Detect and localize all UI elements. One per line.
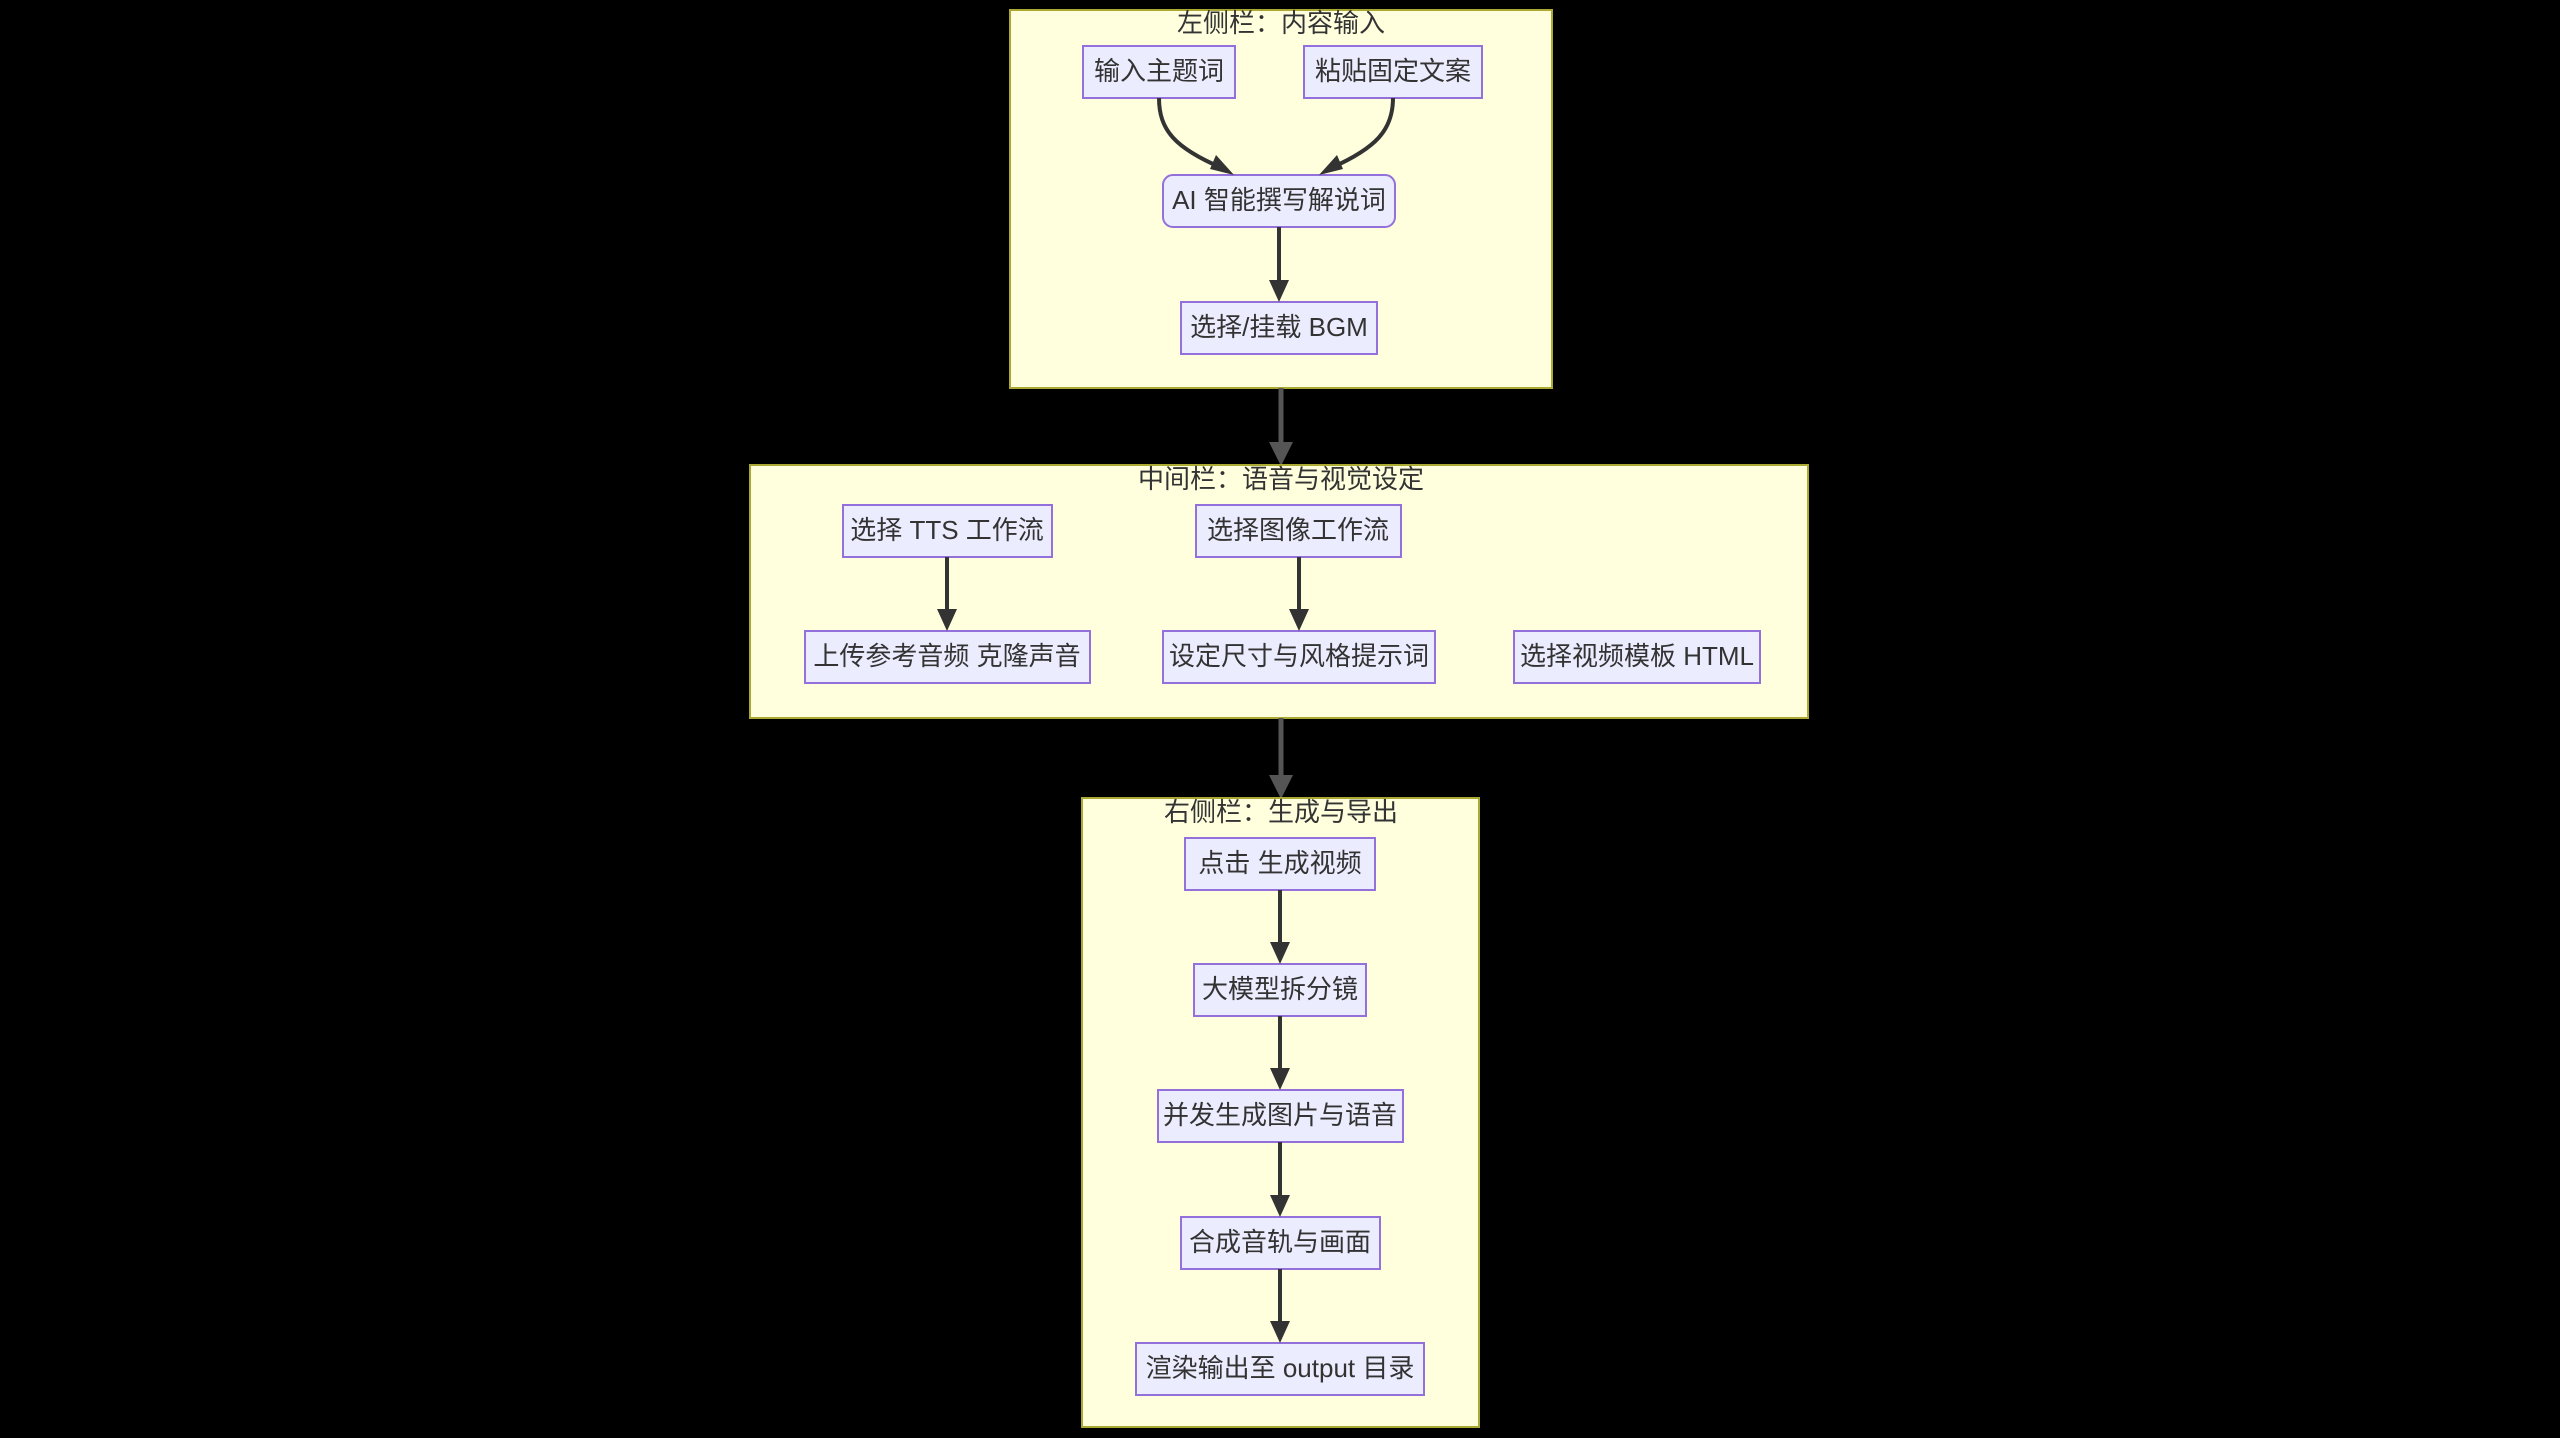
- edge-cluster-left-to-middle: [1269, 388, 1293, 466]
- node-select-bgm-box[interactable]: [1180, 301, 1378, 355]
- cluster-middle-title: 中间栏：语音与视觉设定: [1138, 464, 1424, 494]
- cluster-left-title: 左侧栏：内容输入: [1177, 8, 1385, 38]
- edge-cluster-middle-to-right: [1269, 718, 1293, 799]
- node-parallel-generate[interactable]: 并发生成图片与语音: [1157, 1089, 1404, 1143]
- node-size-style-prompt-label: 设定尺寸与风格提示词: [1169, 641, 1429, 671]
- node-model-storyboard-box[interactable]: [1193, 963, 1367, 1017]
- node-select-tts-flow-box[interactable]: [842, 504, 1053, 558]
- cluster-left: 左侧栏：内容输入 输入主题词 粘贴固定文案 AI 智能撰写解说词 选择/挂载 B…: [1009, 8, 1553, 389]
- node-click-generate-video-label: 点击 生成视频: [1198, 848, 1361, 878]
- node-render-output[interactable]: 渲染输出至 output 目录: [1135, 1342, 1425, 1396]
- node-merge-audio-video[interactable]: 合成音轨与画面: [1180, 1216, 1381, 1270]
- node-click-generate-video-box[interactable]: [1184, 837, 1376, 891]
- node-paste-script[interactable]: 粘贴固定文案: [1303, 45, 1483, 99]
- node-input-topic[interactable]: 输入主题词: [1082, 45, 1236, 99]
- edge-generate-to-storyboard: [1270, 890, 1290, 964]
- node-render-output-label: 渲染输出至 output 目录: [1146, 1353, 1415, 1383]
- edge-parallel-to-merge: [1270, 1142, 1290, 1217]
- edge-topic-to-ai: [1157, 97, 1234, 175]
- node-paste-script-label: 粘贴固定文案: [1315, 56, 1471, 86]
- node-select-bgm[interactable]: 选择/挂载 BGM: [1180, 301, 1378, 355]
- node-upload-clone-voice-label: 上传参考音频 克隆声音: [813, 641, 1080, 671]
- edge-merge-to-render: [1270, 1269, 1290, 1343]
- node-size-style-prompt[interactable]: 设定尺寸与风格提示词: [1162, 630, 1436, 684]
- node-model-storyboard[interactable]: 大模型拆分镜: [1193, 963, 1367, 1017]
- edge-tts-to-clone: [937, 557, 957, 631]
- cluster-right: 右侧栏：生成与导出 点击 生成视频 大模型拆分镜 并发生成图片与语音 合成音轨与…: [1081, 797, 1480, 1428]
- cluster-right-title: 右侧栏：生成与导出: [1164, 797, 1398, 827]
- node-select-video-template[interactable]: 选择视频模板 HTML: [1513, 630, 1761, 684]
- node-ai-write[interactable]: AI 智能撰写解说词: [1162, 174, 1396, 228]
- node-merge-audio-video-box[interactable]: [1180, 1216, 1381, 1270]
- node-select-image-flow-box[interactable]: [1195, 504, 1402, 558]
- node-input-topic-label: 输入主题词: [1094, 56, 1224, 86]
- node-render-output-box[interactable]: [1135, 1342, 1425, 1396]
- node-model-storyboard-label: 大模型拆分镜: [1202, 974, 1358, 1004]
- node-select-image-flow-label: 选择图像工作流: [1207, 515, 1389, 545]
- node-ai-write-label: AI 智能撰写解说词: [1172, 185, 1386, 215]
- node-merge-audio-video-label: 合成音轨与画面: [1189, 1227, 1371, 1257]
- edge-ai-to-bgm: [1269, 227, 1289, 302]
- cluster-middle: 中间栏：语音与视觉设定 选择 TTS 工作流 选择图像工作流 上传参考音频 克隆…: [749, 464, 1809, 719]
- node-parallel-generate-box[interactable]: [1157, 1089, 1404, 1143]
- edge-storyboard-to-parallel: [1270, 1016, 1290, 1090]
- node-size-style-prompt-box[interactable]: [1162, 630, 1436, 684]
- node-select-video-template-box[interactable]: [1513, 630, 1761, 684]
- node-select-tts-flow-label: 选择 TTS 工作流: [850, 515, 1044, 545]
- node-upload-clone-voice-box[interactable]: [804, 630, 1091, 684]
- edge-imageflow-to-size: [1289, 557, 1309, 631]
- node-select-image-flow[interactable]: 选择图像工作流: [1195, 504, 1402, 558]
- node-select-bgm-label: 选择/挂载 BGM: [1190, 312, 1368, 342]
- node-select-video-template-label: 选择视频模板 HTML: [1520, 641, 1754, 671]
- node-input-topic-box[interactable]: [1082, 45, 1236, 99]
- node-parallel-generate-label: 并发生成图片与语音: [1163, 1100, 1397, 1130]
- node-upload-clone-voice[interactable]: 上传参考音频 克隆声音: [804, 630, 1091, 684]
- node-select-tts-flow[interactable]: 选择 TTS 工作流: [842, 504, 1053, 558]
- node-click-generate-video[interactable]: 点击 生成视频: [1184, 837, 1376, 891]
- edge-paste-to-ai: [1319, 97, 1395, 175]
